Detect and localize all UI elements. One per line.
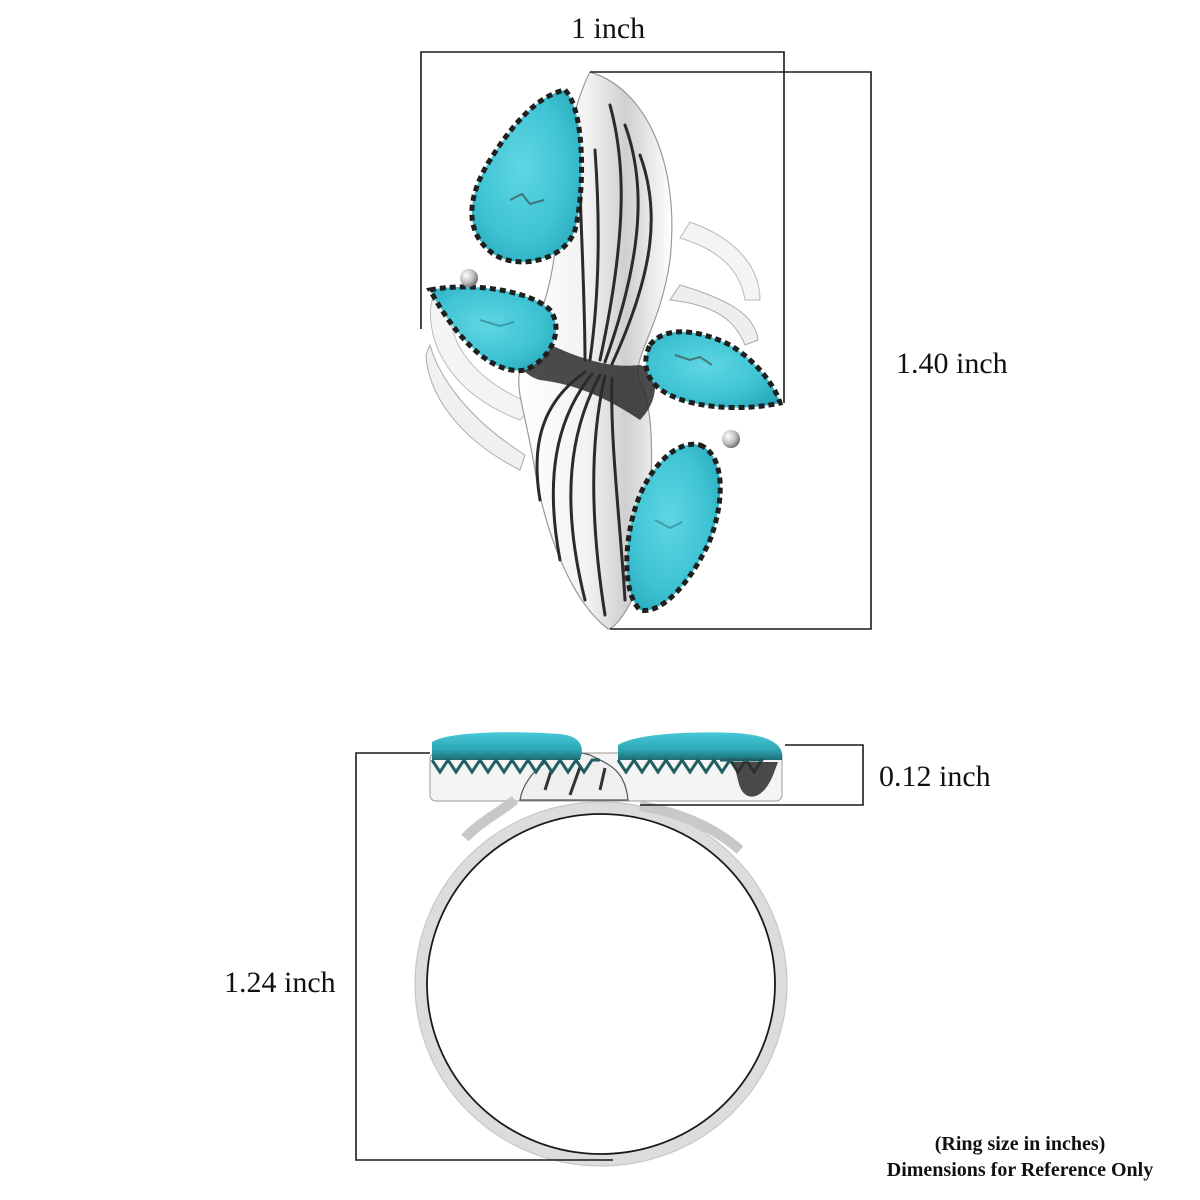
width-dimension-bracket — [420, 51, 785, 403]
width-dimension-label: 1 inch — [571, 12, 646, 45]
turquoise-stone — [624, 441, 723, 614]
reference-note: (Ring size in inches) Dimensions for Ref… — [860, 1131, 1180, 1183]
turquoise-stone — [426, 284, 559, 374]
top-view-ring — [425, 71, 784, 630]
length-dimension-label: 1.40 inch — [896, 347, 1008, 380]
overall-height-dimension-label: 1.24 inch — [224, 966, 336, 999]
turquoise-stone-side — [430, 732, 600, 775]
side-view-ring — [414, 732, 788, 1167]
turquoise-stone-side — [616, 732, 783, 797]
top-height-dimension-label: 0.12 inch — [879, 760, 991, 793]
turquoise-stone — [643, 329, 784, 410]
silver-bead — [722, 430, 740, 448]
overall-height-dimension-bracket — [355, 752, 613, 1161]
reference-disclaimer: Dimensions for Reference Only — [886, 1159, 1154, 1181]
turquoise-stone — [469, 87, 585, 265]
ring-size-note: (Ring size in inches) — [934, 1133, 1106, 1155]
silver-bead — [460, 269, 478, 287]
top-height-dimension-bracket — [640, 744, 864, 806]
length-dimension-bracket — [590, 71, 872, 630]
